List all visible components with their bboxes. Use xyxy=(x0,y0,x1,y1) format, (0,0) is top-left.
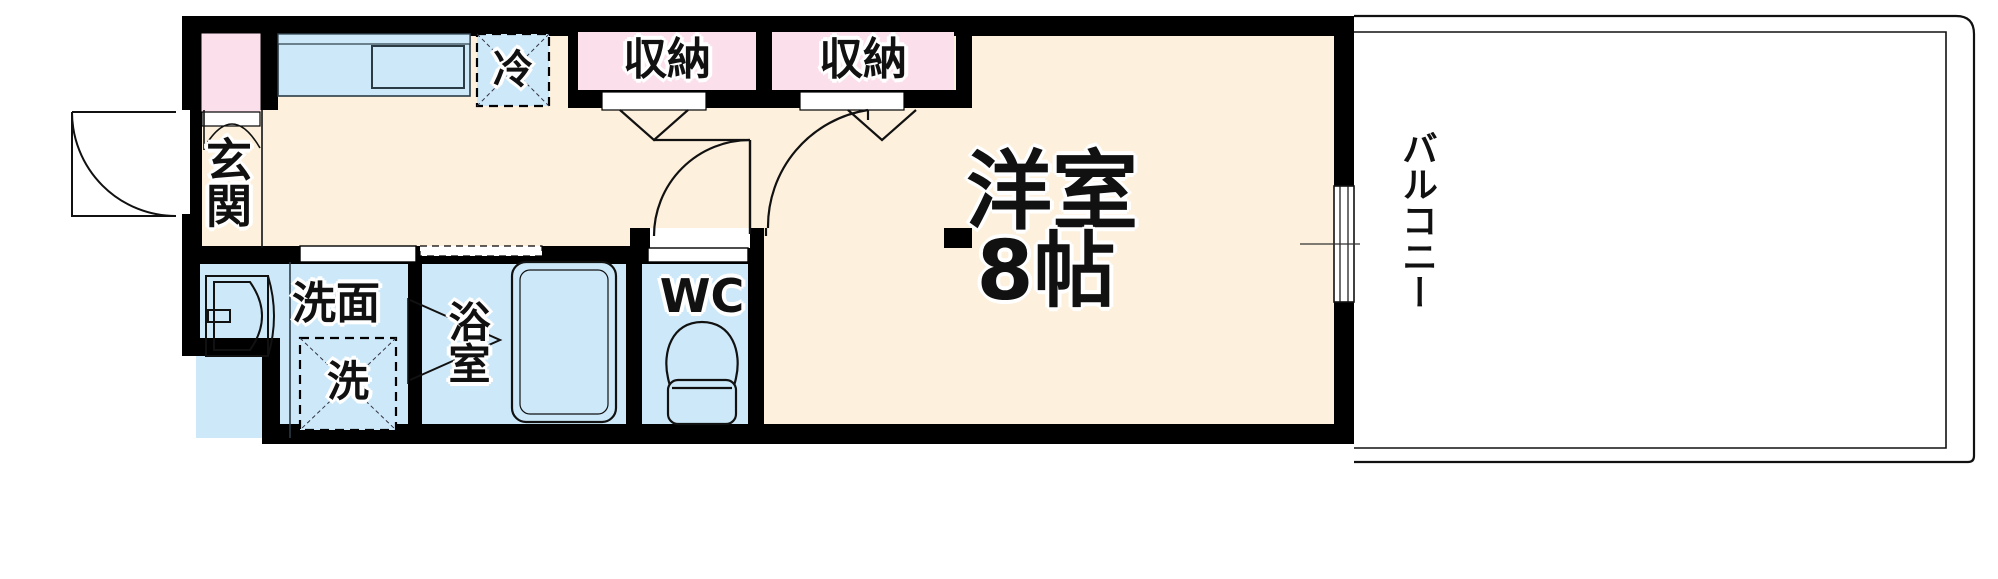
wall-closet-right-edge xyxy=(956,16,972,108)
wall-left-bottom-vert xyxy=(262,338,280,442)
wall-bottom-room xyxy=(744,424,1354,444)
bathtub xyxy=(510,260,618,424)
washbasin xyxy=(205,275,275,357)
balcony-window xyxy=(1300,185,1360,303)
fridge-space xyxy=(475,32,551,108)
wall-mid-left xyxy=(182,246,278,264)
room-door-2 xyxy=(764,108,870,236)
entrance-step xyxy=(203,110,263,248)
wall-wash-bath xyxy=(408,262,422,438)
room-door xyxy=(650,138,752,248)
toilet-bowl xyxy=(665,320,739,426)
label-closet-right: 収納 xyxy=(819,34,907,85)
wall-shoebox-right xyxy=(258,16,278,110)
label-washer-space: 洗 xyxy=(326,357,370,406)
kitchen-counter xyxy=(277,33,471,97)
wall-left-mid xyxy=(182,246,200,356)
wall-right-lower xyxy=(1334,300,1354,444)
wall-shoebox-bottom xyxy=(258,92,278,110)
balcony xyxy=(1354,14,1976,464)
label-toilet: WC xyxy=(659,269,745,323)
bath-door xyxy=(407,298,503,384)
washer-space xyxy=(298,336,398,432)
label-entrance: 玄関 xyxy=(199,136,253,228)
label-balcony: バルコニー xyxy=(1396,130,1437,310)
label-main-room-size: 8帖 xyxy=(976,224,1116,319)
label-closet-left: 収納 xyxy=(623,34,711,85)
entrance-door xyxy=(71,110,190,217)
entrance-shoebox xyxy=(201,33,261,127)
washroom-door xyxy=(299,245,543,263)
closet-right xyxy=(772,32,954,142)
wall-right-upper xyxy=(1334,16,1354,186)
wall-bath-toilet xyxy=(626,262,642,442)
label-fridge-space: 冷 xyxy=(493,47,533,93)
wall-closet-divider xyxy=(752,16,772,108)
wall-toilet-room xyxy=(748,246,764,442)
label-main-room: 洋室 xyxy=(966,142,1138,242)
label-bathroom: 浴室 xyxy=(442,300,491,384)
closet-left xyxy=(578,32,756,142)
wall-stub-room xyxy=(944,228,972,248)
label-washroom: 洗面 xyxy=(292,278,380,329)
toilet-door xyxy=(647,247,749,263)
